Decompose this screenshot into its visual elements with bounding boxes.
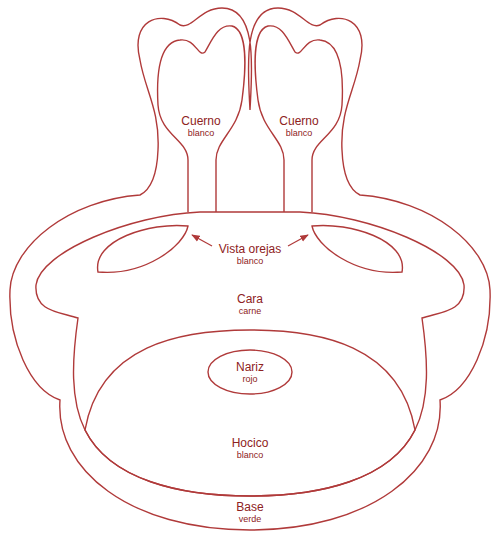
- pattern-piece: Narizrojo: [204, 348, 296, 396]
- piece-name: Nariz: [236, 360, 264, 374]
- ear-shape: [98, 225, 188, 272]
- piece-outline-path: [208, 350, 292, 394]
- piece-color: verde: [236, 514, 263, 525]
- piece-name: Cuerno: [181, 114, 220, 128]
- piece-color: blanco: [232, 450, 269, 461]
- piece-name: Hocico: [232, 436, 269, 450]
- piece-name: Base: [236, 500, 263, 514]
- piece-color: blanco: [181, 128, 220, 139]
- leader-arrow: [288, 235, 308, 246]
- leader-arrow: [192, 235, 212, 246]
- piece-name: Cuerno: [279, 114, 318, 128]
- piece-text: Caracarne: [237, 292, 263, 317]
- ear-shape: [312, 225, 402, 272]
- piece-text: Baseverde: [236, 500, 263, 525]
- callout-name: Vista orejas: [219, 242, 281, 256]
- piece-color: rojo: [236, 374, 264, 385]
- piece-color: carne: [237, 306, 263, 317]
- pattern-piece: Cuernoblanco: [150, 20, 250, 216]
- callout-color: blanco: [219, 256, 281, 267]
- piece-outline-path: [85, 330, 415, 496]
- piece-text: Narizrojo: [236, 360, 264, 385]
- piece-text: Hocicoblanco: [232, 436, 269, 461]
- piece-outline-path: [255, 26, 342, 212]
- pattern-piece: Hocicoblanco Narizrojo: [80, 326, 420, 500]
- piece-outline-path: [10, 8, 490, 530]
- piece-outline-path: [158, 26, 245, 212]
- piece-text: Cuernoblanco: [279, 114, 318, 139]
- pattern-piece: Cuernoblanco: [250, 20, 350, 216]
- piece-text: Cuernoblanco: [181, 114, 220, 139]
- piece-outline: [80, 326, 420, 500]
- piece-color: blanco: [279, 128, 318, 139]
- piece-name: Cara: [237, 292, 263, 306]
- callout-label: Vista orejasblanco: [219, 242, 281, 267]
- piece-outline-path: [36, 212, 464, 496]
